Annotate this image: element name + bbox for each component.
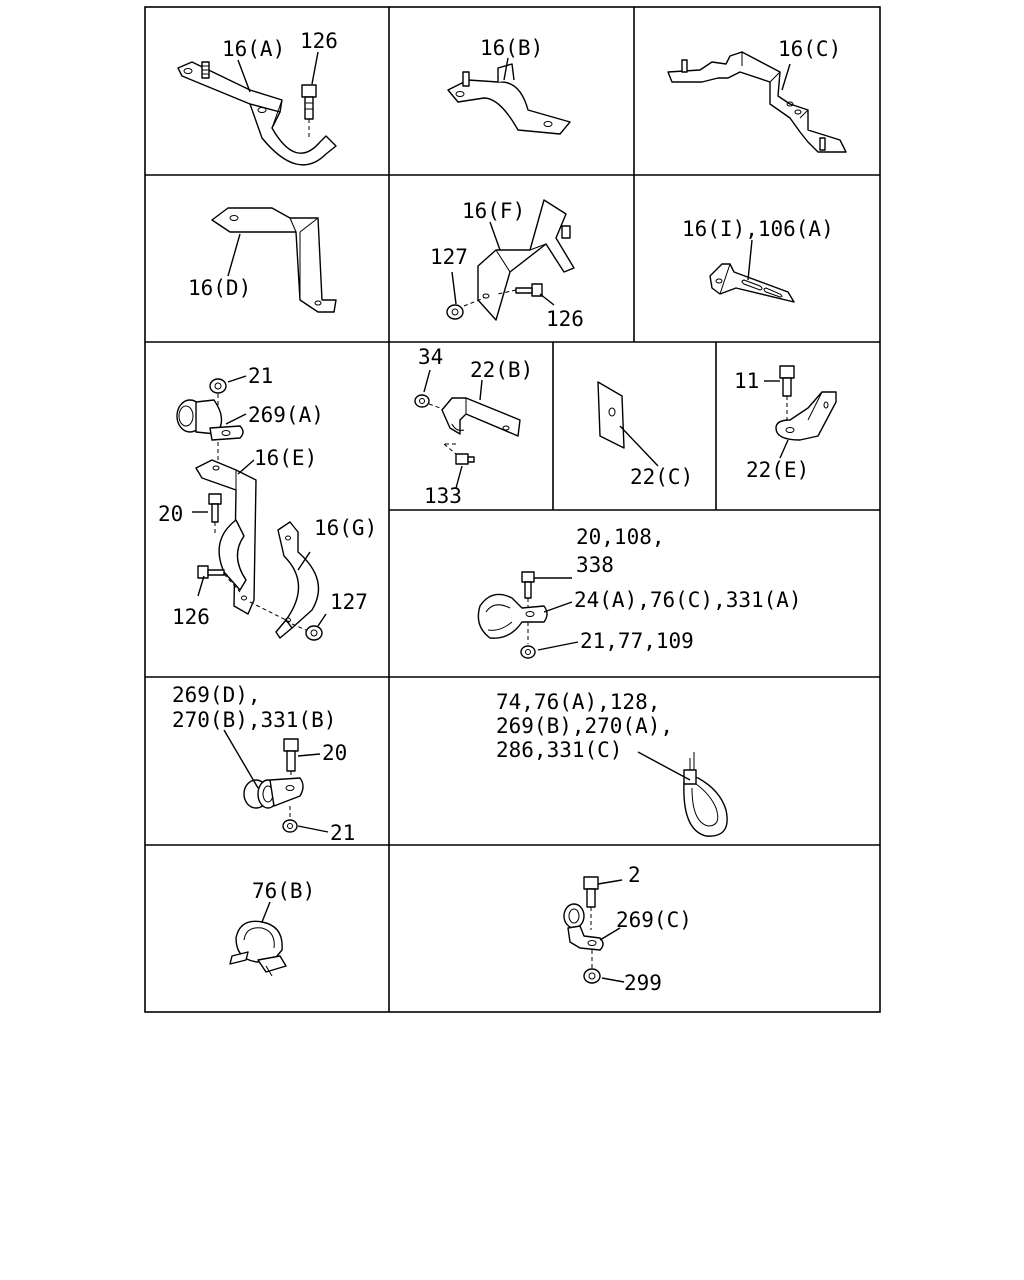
label-20-d: 20 bbox=[322, 741, 347, 765]
bracket-22e-drawing bbox=[775, 391, 837, 441]
bracket-16c-drawing bbox=[667, 51, 847, 153]
label-16c: 16(C) bbox=[778, 37, 841, 61]
label-21: 21 bbox=[248, 364, 273, 388]
label-76b: 76(B) bbox=[252, 879, 315, 903]
label-21-d: 21 bbox=[330, 821, 355, 845]
label-269a: 269(A) bbox=[248, 403, 324, 427]
label-269b-270a: 269(B),270(A), bbox=[496, 714, 673, 738]
cell-24a-clamp: 20,108, 338 24(A),76(C),331(A) 21,77,109 bbox=[477, 525, 802, 659]
clamp-24a-drawing bbox=[477, 593, 548, 644]
label-126: 126 bbox=[300, 29, 338, 53]
label-127: 127 bbox=[430, 245, 468, 269]
label-269d: 269(D), bbox=[172, 683, 261, 707]
clamp-76b-drawing bbox=[229, 920, 287, 977]
cell-22e: 11 22(E) bbox=[734, 365, 837, 482]
label-299: 299 bbox=[624, 971, 662, 995]
clip-269a-drawing bbox=[176, 399, 244, 464]
cell-16d: 16(D) bbox=[188, 207, 337, 313]
cell-16b: 16(B) bbox=[447, 36, 571, 135]
label-270b-331b: 270(B),331(B) bbox=[172, 708, 336, 732]
bolt-126-drawing bbox=[301, 84, 317, 140]
label-20: 20 bbox=[158, 502, 183, 526]
label-126-f: 126 bbox=[546, 307, 584, 331]
label-16a: 16(A) bbox=[222, 37, 285, 61]
bracket-16d-drawing bbox=[211, 207, 337, 313]
nut-21-d-drawing bbox=[282, 819, 298, 833]
bolt-20-d-drawing bbox=[283, 738, 299, 780]
cell-16c: 16(C) bbox=[667, 37, 847, 153]
bolt-20-108-338-drawing bbox=[521, 571, 535, 612]
label-16d: 16(D) bbox=[188, 276, 251, 300]
label-126-e: 126 bbox=[172, 605, 210, 629]
label-338: 338 bbox=[576, 553, 614, 577]
label-22c: 22(C) bbox=[630, 465, 693, 489]
label-16b: 16(B) bbox=[480, 36, 543, 60]
cell-cable-tie: 74,76(A),128, 269(B),270(A), 286,331(C) bbox=[496, 690, 728, 837]
nut-299-drawing bbox=[583, 968, 601, 984]
label-16f: 16(F) bbox=[462, 199, 525, 223]
cell-269d-clip: 269(D), 270(B),331(B) 20 21 bbox=[172, 683, 355, 845]
label-127-e: 127 bbox=[330, 590, 368, 614]
bolt-126-f-drawing bbox=[497, 283, 543, 297]
bolt-20-drawing bbox=[208, 493, 222, 534]
bracket-22b-drawing bbox=[441, 397, 521, 437]
label-11: 11 bbox=[734, 369, 759, 393]
cell-16f: 16(F) 127 126 bbox=[430, 199, 584, 331]
cell-grid bbox=[144, 6, 881, 1013]
cable-tie-drawing bbox=[683, 752, 728, 837]
bracket-16a-drawing bbox=[177, 61, 337, 166]
label-133: 133 bbox=[424, 484, 462, 508]
bolt-133-drawing bbox=[443, 443, 475, 465]
cell-22c: 22(C) bbox=[597, 381, 693, 489]
clip-269d-drawing bbox=[243, 777, 304, 818]
label-34: 34 bbox=[418, 345, 443, 369]
label-16e: 16(E) bbox=[254, 446, 317, 470]
label-2: 2 bbox=[628, 863, 641, 887]
cell-22b: 34 22(B) 133 bbox=[414, 345, 533, 508]
cell-76b-clamp: 76(B) bbox=[229, 879, 315, 977]
label-22b: 22(B) bbox=[470, 358, 533, 382]
bracket-16i-drawing bbox=[709, 263, 795, 303]
cell-16i: 16(I),106(A) bbox=[682, 217, 834, 303]
bracket-16e-drawing bbox=[195, 459, 257, 615]
label-20-108: 20,108, bbox=[576, 525, 665, 549]
label-22e: 22(E) bbox=[746, 458, 809, 482]
label-286-331c: 286,331(C) bbox=[496, 738, 622, 762]
bracket-16b-drawing bbox=[447, 63, 571, 135]
plate-22c-drawing bbox=[597, 381, 625, 449]
cell-269c-clip: 2 269(C) 299 bbox=[563, 863, 692, 995]
nut-34-drawing bbox=[414, 394, 447, 411]
bracket-16f-drawing bbox=[477, 199, 575, 321]
label-16g: 16(G) bbox=[314, 516, 377, 540]
clip-269c-drawing bbox=[563, 903, 604, 968]
cell-16a: 16(A) 126 bbox=[177, 29, 338, 166]
label-269c: 269(C) bbox=[616, 908, 692, 932]
label-74-76a-128: 74,76(A),128, bbox=[496, 690, 660, 714]
cell-16e-16g-assembly: 21 269(A) 16(E) 20 16(G) 126 127 bbox=[158, 364, 377, 641]
nut-127-e-drawing bbox=[249, 601, 323, 641]
label-16i-106a: 16(I),106(A) bbox=[682, 217, 834, 241]
bolt-2-drawing bbox=[583, 876, 599, 930]
nut-21-77-109-drawing bbox=[520, 645, 536, 659]
label-21-77-109: 21,77,109 bbox=[580, 629, 694, 653]
nut-127-drawing bbox=[446, 297, 485, 320]
bolt-11-drawing bbox=[779, 365, 795, 420]
label-24a-76c-331a: 24(A),76(C),331(A) bbox=[574, 588, 802, 612]
bracket-16g-drawing bbox=[275, 521, 320, 639]
